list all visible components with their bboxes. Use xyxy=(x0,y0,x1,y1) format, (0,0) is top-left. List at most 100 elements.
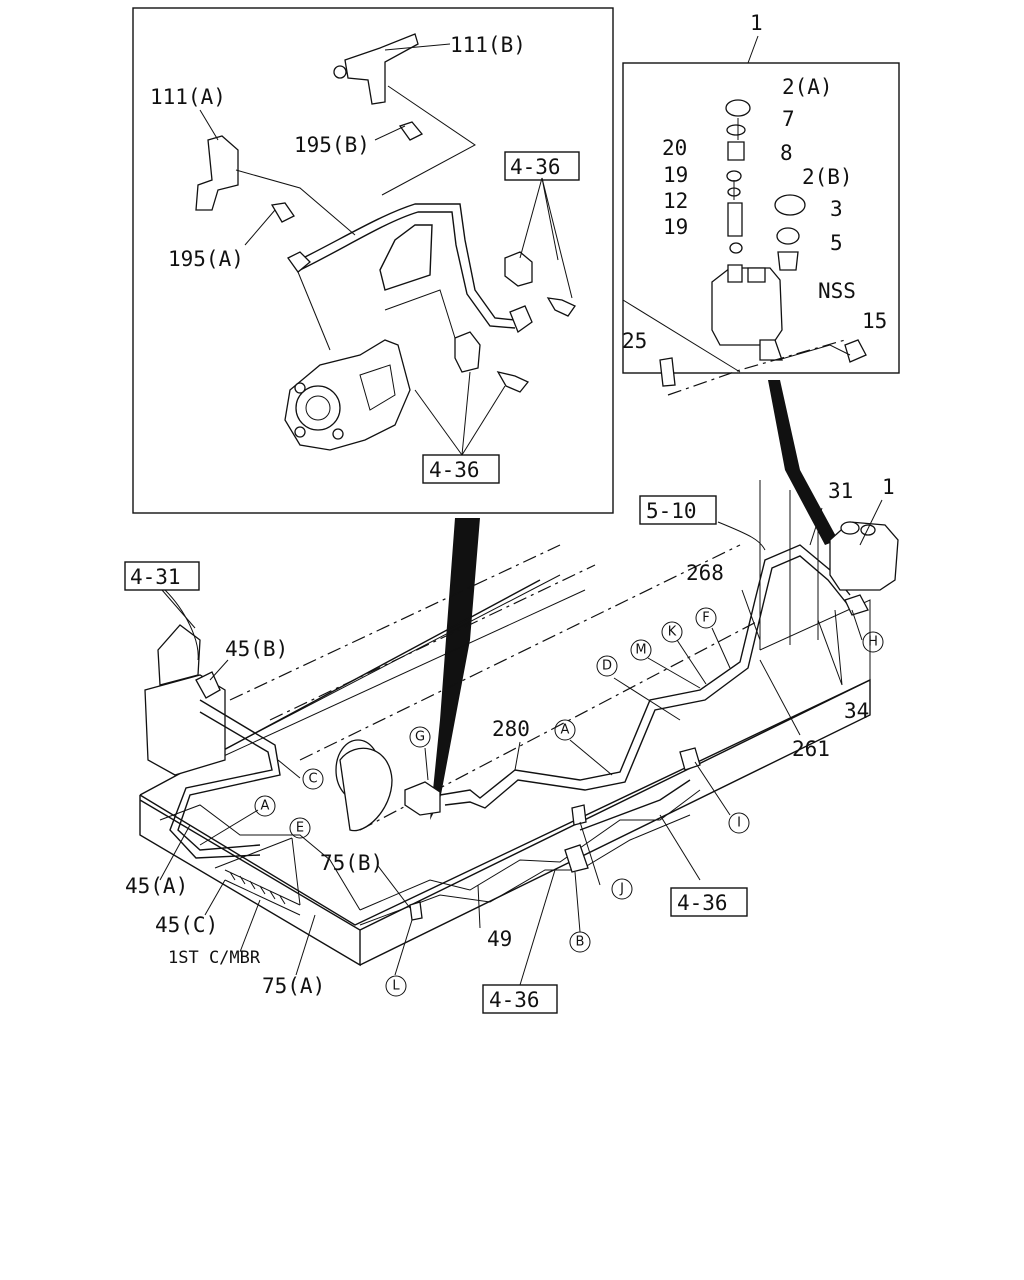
ref-box-4-36-pump[interactable]: 4-36 xyxy=(422,454,500,484)
callout-b: B xyxy=(569,931,591,953)
steering-gearbox xyxy=(144,589,226,776)
clip-l xyxy=(409,901,423,921)
callout-f: F xyxy=(695,607,717,629)
label-part-195a: 195(A) xyxy=(168,247,244,271)
callout-a-right: A xyxy=(554,719,576,741)
bolt-clamp-lower xyxy=(496,371,530,393)
svg-text:I: I xyxy=(737,816,741,831)
round-tank xyxy=(335,739,393,832)
pump-inset-frame xyxy=(132,7,614,514)
ref-box-4-36-upper[interactable]: 4-36 xyxy=(504,151,580,181)
label-part-1-top: 1 xyxy=(750,11,763,35)
reservoir-inset-frame xyxy=(622,62,900,374)
label-part-3: 3 xyxy=(830,197,843,221)
inset-arrow-reservoir xyxy=(768,380,838,545)
svg-text:4-36: 4-36 xyxy=(677,891,728,915)
label-part-15: 15 xyxy=(862,309,887,333)
label-part-8: 8 xyxy=(780,141,793,165)
svg-text:4-36: 4-36 xyxy=(429,458,480,482)
valve-i xyxy=(679,747,701,771)
svg-text:B: B xyxy=(576,935,585,950)
pipe-lines xyxy=(169,544,851,859)
svg-text:K: K xyxy=(668,625,677,640)
label-part-2b: 2(B) xyxy=(802,165,853,189)
label-part-195b: 195(B) xyxy=(294,133,370,157)
label-part-45a: 45(A) xyxy=(125,874,188,898)
callout-c: C xyxy=(302,768,324,790)
svg-text:E: E xyxy=(296,821,304,836)
label-part-111b: 111(B) xyxy=(450,33,526,57)
bolt-clamp-upper xyxy=(546,297,576,317)
label-part-19-upper: 19 xyxy=(663,163,688,187)
callout-m: M xyxy=(630,639,652,661)
label-part-261: 261 xyxy=(792,737,830,761)
callout-g: G xyxy=(409,726,431,748)
sensor-g xyxy=(404,781,441,816)
callout-d: D xyxy=(596,655,618,677)
pump-hose xyxy=(287,203,533,334)
svg-text:D: D xyxy=(602,659,612,674)
svg-text:4-36: 4-36 xyxy=(510,155,561,179)
svg-text:C: C xyxy=(308,772,317,787)
valve-b xyxy=(564,844,589,873)
svg-text:A: A xyxy=(261,799,270,814)
label-part-45b: 45(B) xyxy=(225,637,288,661)
callout-i: I xyxy=(728,812,750,834)
label-part-31: 31 xyxy=(828,479,853,503)
label-part-268: 268 xyxy=(686,561,724,585)
clip-j xyxy=(571,804,587,826)
main-leaders xyxy=(159,499,883,986)
label-part-1-lower: 1 xyxy=(882,475,895,499)
hose-clamp-upper xyxy=(504,251,533,287)
callout-k: K xyxy=(661,621,683,643)
ref-box-4-31[interactable]: 4-31 xyxy=(124,561,200,591)
svg-text:M: M xyxy=(635,643,646,658)
bracket-111b xyxy=(333,33,419,105)
power-steering-pump xyxy=(284,339,411,451)
bracket-111a xyxy=(195,135,239,211)
reservoir-callout-line xyxy=(747,35,759,64)
callout-a-left: A xyxy=(254,795,276,817)
label-part-19-lower: 19 xyxy=(663,215,688,239)
ref-box-4-36-right[interactable]: 4-36 xyxy=(670,887,748,917)
label-part-5: 5 xyxy=(830,231,843,255)
callout-e: E xyxy=(289,817,311,839)
callout-j: J xyxy=(611,878,633,900)
label-part-45c: 45(C) xyxy=(155,913,218,937)
label-part-7: 7 xyxy=(782,107,795,131)
label-part-34: 34 xyxy=(844,699,869,723)
svg-text:5-10: 5-10 xyxy=(646,499,697,523)
label-part-75b: 75(B) xyxy=(320,851,383,875)
callout-h: H xyxy=(862,631,884,653)
hose-clamp-lower xyxy=(454,331,481,373)
label-part-75a: 75(A) xyxy=(262,974,325,998)
label-1st-cross-member: 1ST C/MBR xyxy=(168,948,261,968)
svg-text:H: H xyxy=(868,635,878,650)
reservoir-parts xyxy=(622,99,867,396)
label-part-12: 12 xyxy=(663,189,688,213)
ref-box-5-10[interactable]: 5-10 xyxy=(639,495,717,525)
bolt-195a xyxy=(270,202,295,223)
pump-inset-leaders xyxy=(199,43,573,456)
label-nss: NSS xyxy=(818,279,856,303)
label-part-25: 25 xyxy=(622,329,647,353)
label-part-280: 280 xyxy=(492,717,530,741)
svg-text:4-36: 4-36 xyxy=(489,988,540,1012)
ref-box-4-36-bottom[interactable]: 4-36 xyxy=(482,984,558,1014)
svg-text:4-31: 4-31 xyxy=(130,565,181,589)
svg-text:A: A xyxy=(561,723,570,738)
callout-l: L xyxy=(385,975,407,997)
reservoir-mounted xyxy=(829,521,899,616)
label-part-20: 20 xyxy=(662,136,687,160)
label-part-2a: 2(A) xyxy=(782,75,833,99)
svg-text:F: F xyxy=(702,611,709,626)
bolt-195b xyxy=(398,121,424,141)
cross-member-coupling xyxy=(224,869,301,916)
inset-arrow-pump xyxy=(430,518,480,820)
svg-text:L: L xyxy=(392,979,400,994)
label-part-111a: 111(A) xyxy=(150,85,226,109)
label-part-49: 49 xyxy=(487,927,512,951)
svg-text:G: G xyxy=(415,730,425,745)
svg-text:J: J xyxy=(619,882,624,897)
